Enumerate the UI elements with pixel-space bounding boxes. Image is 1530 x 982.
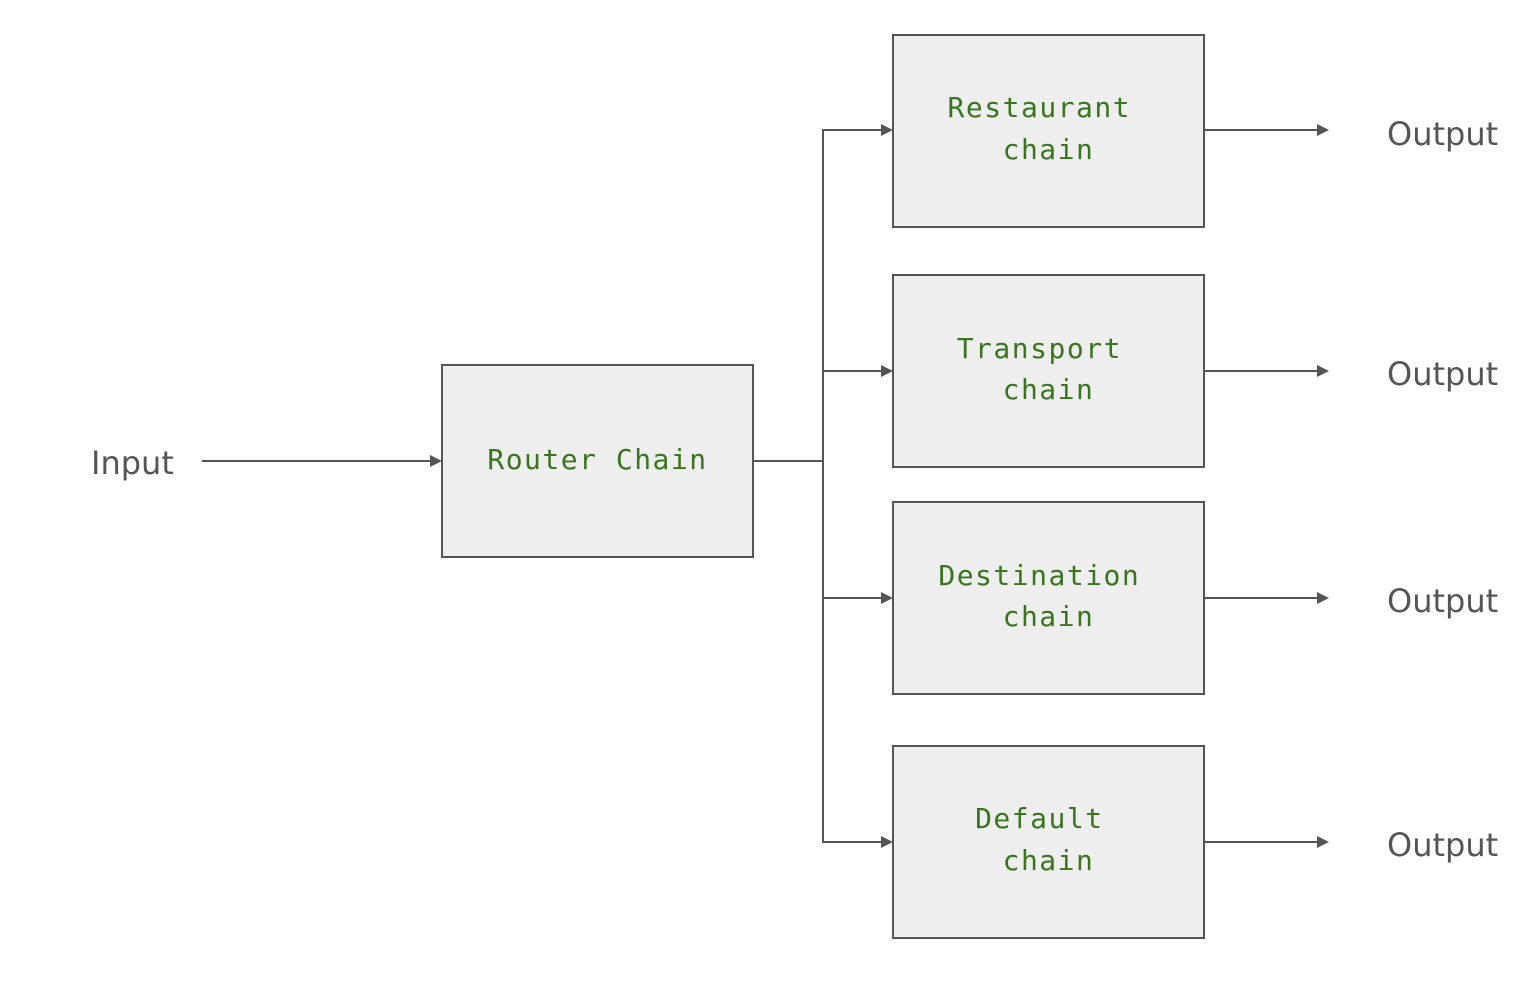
destination-chain-label: Destination chain bbox=[938, 559, 1158, 633]
input-label: Input bbox=[91, 444, 174, 482]
router-chain-label: Router Chain bbox=[487, 443, 707, 476]
destination-chain-label-line1: Destination bbox=[938, 559, 1140, 592]
router-chain-box bbox=[441, 364, 754, 558]
default-chain-label: Default chain bbox=[975, 802, 1122, 877]
output-label-restaurant: Output bbox=[1387, 115, 1498, 153]
restaurant-chain-label: Restaurant chain bbox=[948, 91, 1150, 166]
transport-chain-node: Transport chain Output bbox=[822, 274, 1498, 468]
transport-chain-label: Transport chain bbox=[957, 332, 1141, 406]
destination-chain-label-line2: chain bbox=[1003, 600, 1095, 633]
restaurant-chain-label-line2: chain bbox=[1003, 133, 1095, 166]
destination-chain-box bbox=[892, 501, 1205, 695]
default-chain-box bbox=[892, 745, 1205, 939]
transport-chain-label-line1: Transport bbox=[957, 332, 1122, 365]
restaurant-chain-label-line1: Restaurant bbox=[948, 91, 1132, 124]
default-chain-label-line2: chain bbox=[1003, 844, 1095, 877]
transport-chain-label-line2: chain bbox=[1003, 373, 1095, 406]
output-label-transport: Output bbox=[1387, 355, 1498, 393]
default-chain-label-line1: Default bbox=[975, 802, 1104, 835]
router-chain-node: Router Chain bbox=[441, 364, 754, 558]
output-label-destination: Output bbox=[1387, 582, 1498, 620]
restaurant-chain-node: Restaurant chain Output bbox=[822, 34, 1498, 228]
restaurant-chain-box bbox=[892, 34, 1205, 228]
output-label-default: Output bbox=[1387, 826, 1498, 864]
default-chain-node: Default chain Output bbox=[822, 745, 1498, 939]
transport-chain-box bbox=[892, 274, 1205, 468]
destination-chain-node: Destination chain Output bbox=[822, 501, 1498, 695]
